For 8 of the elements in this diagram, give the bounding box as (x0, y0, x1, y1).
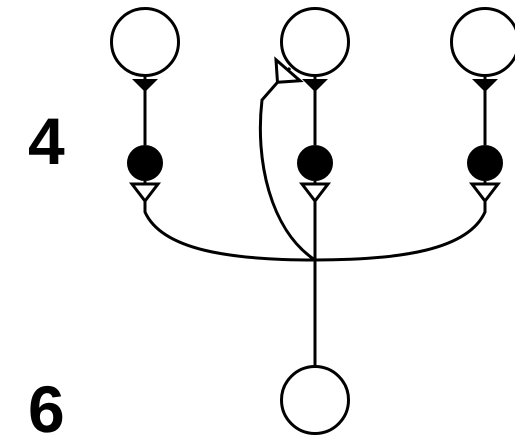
filled-circle (127, 145, 163, 181)
filled-circle (467, 145, 503, 181)
connector (302, 77, 328, 145)
connector (132, 77, 158, 145)
filled-circle (297, 145, 333, 181)
connector (472, 77, 498, 145)
panel-number: 4 (28, 108, 65, 174)
panel-number: 6 (28, 376, 65, 442)
